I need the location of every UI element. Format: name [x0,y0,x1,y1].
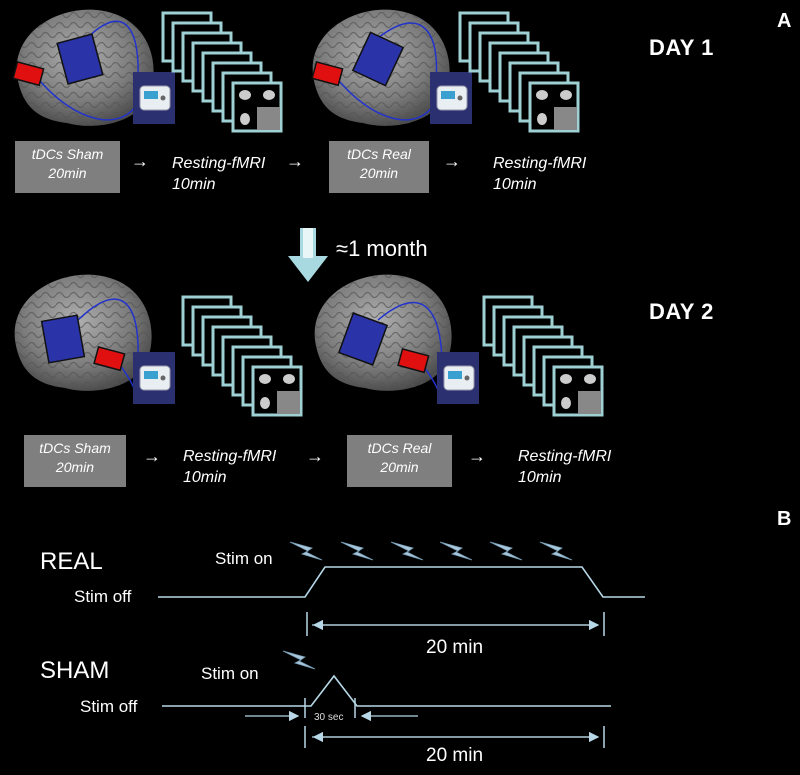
day1-real-box: tDCs Real 20min [329,141,429,193]
fmri-volume-stack [161,11,283,133]
day2-title: DAY 2 [649,299,714,324]
lightning-icon [289,541,323,561]
panel-b-label: B [777,508,792,530]
interval-label: ≈1 month [336,236,428,261]
large-electrode [351,31,405,87]
stimulator-device-icon [437,352,479,404]
day1-title: DAY 1 [649,35,714,60]
lightning-icon [489,541,523,561]
day1-sham-box: tDCs Sham 20min [15,141,120,193]
stimulator-device-icon [133,72,175,124]
day1-rest1: Resting-fMRI 10min [172,155,266,193]
lightning-icon [439,541,473,561]
small-electrode [12,60,45,87]
fmri-volume-stack [458,11,580,133]
brain-model [314,274,452,404]
lightning-icon [340,541,374,561]
fmri-volume-stack [181,295,303,417]
brain-model [311,9,450,126]
real-stim-on-label: Stim on [215,549,273,568]
electrode-wire [77,298,139,361]
day2-rest1: Resting-fMRI 10min [183,448,277,486]
electrode-wire [377,301,443,361]
electrode-wire [377,22,438,81]
small-electrode [311,60,344,87]
down-arrow-icon [288,228,328,282]
large-electrode [56,33,104,85]
stimulator-device-icon [430,72,472,124]
ramp-duration-label: 30 sec [314,712,344,723]
arrow-icon: → [286,151,304,171]
real-label: REAL [40,548,103,575]
arrow-icon: → [443,151,461,171]
stimulator-device-icon [133,352,175,404]
real-duration-label: 20 min [426,637,484,658]
sham-stim-off-label: Stim off [80,697,138,716]
arrow-icon: → [468,446,486,466]
brain-model [14,274,152,403]
sham-label: SHAM [40,657,110,684]
day2-rest2: Resting-fMRI 10min [518,448,612,486]
real-stim-trace [158,566,645,598]
real-stim-off-label: Stim off [74,587,132,606]
lightning-icon [282,650,316,670]
arrow-icon: → [143,446,161,466]
sham-stim-on-label: Stim on [201,664,259,683]
arrow-icon: → [306,446,324,466]
lightning-icon [539,541,573,561]
sham-duration-label: 20 min [426,745,484,766]
small-electrode [397,347,430,374]
day1-rest2: Resting-fMRI 10min [493,155,587,193]
day2-sham-box: tDCs Sham 20min [24,435,126,487]
panel-a-label: A [777,10,792,32]
small-electrode [93,345,126,372]
electrode-wire [84,20,139,81]
day2-real-box: tDCs Real 20min [347,435,452,487]
large-electrode [337,312,389,366]
large-electrode [40,314,86,364]
brain-model [12,9,154,126]
lightning-icon [390,541,424,561]
fmri-volume-stack [482,295,604,417]
arrow-icon: → [131,151,149,171]
sham-stim-trace [162,674,611,707]
